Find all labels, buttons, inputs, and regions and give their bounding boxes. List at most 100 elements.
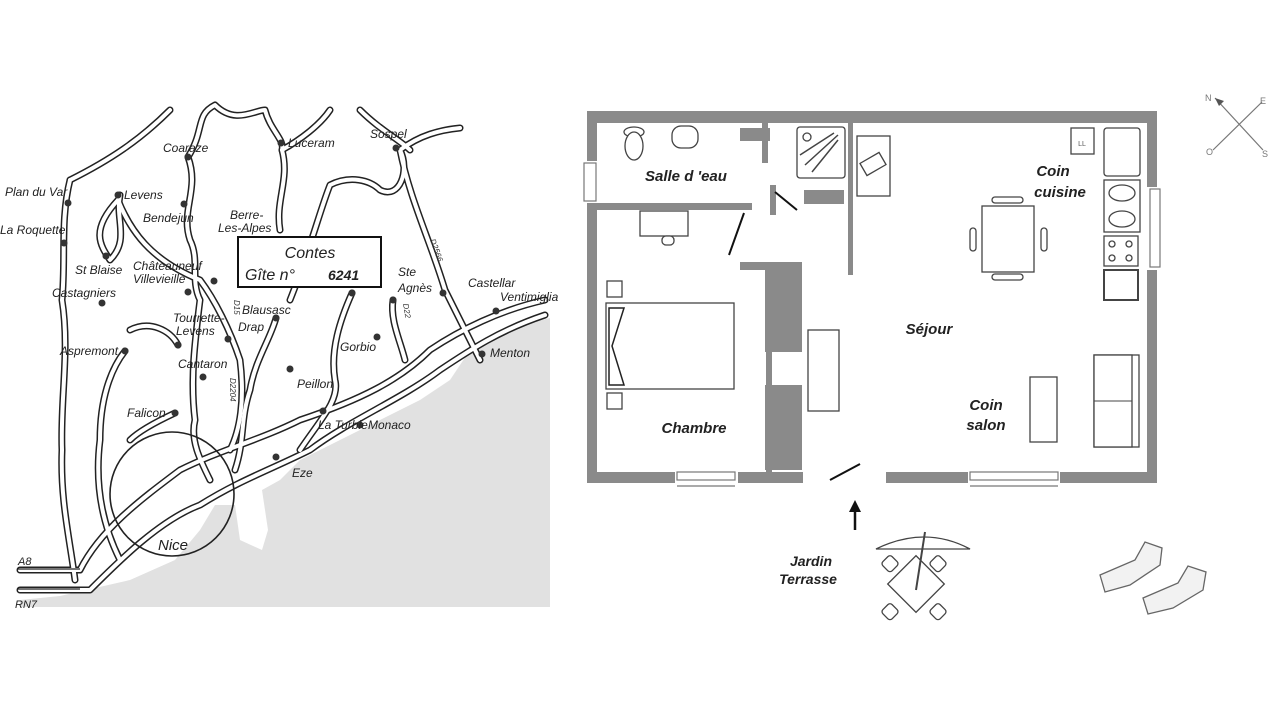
town-label: Ste <box>398 265 416 279</box>
road-core <box>398 148 482 362</box>
washing-area <box>856 135 891 197</box>
roads <box>16 101 549 594</box>
road-core <box>358 108 412 152</box>
town-label: Châteauneuf <box>133 259 203 273</box>
town-label: Berre- <box>230 208 263 222</box>
town-label: Levens <box>124 188 163 202</box>
road-core <box>68 108 172 182</box>
desk <box>639 210 689 237</box>
town-label: Plan du Var <box>5 185 68 199</box>
town-label: Les-Alpes <box>218 221 271 235</box>
town-label: Villevieille <box>133 272 186 286</box>
nice-circle <box>109 431 235 557</box>
nightstand <box>606 280 623 298</box>
counter <box>1103 127 1141 177</box>
dining-table <box>969 196 1048 281</box>
town-label: Coaraze <box>163 141 209 155</box>
compass-o: O <box>1206 147 1213 157</box>
road-label: D2204 <box>228 378 237 402</box>
coffee-table <box>1029 376 1058 443</box>
toilet-icon <box>623 126 645 161</box>
road <box>66 106 174 184</box>
town-label: Menton <box>490 346 530 360</box>
shower-icon <box>796 126 846 179</box>
garden-label: Terrasse <box>779 571 837 587</box>
room-label-chambre: Chambre <box>661 420 726 437</box>
oven <box>1103 269 1139 301</box>
parasol-table-icon <box>875 531 971 621</box>
wardrobe-shelf <box>807 329 840 412</box>
svg-text:Gîte n°: Gîte n° <box>245 267 296 284</box>
town-label: Gorbio <box>340 340 376 354</box>
bed <box>605 302 735 390</box>
road-core <box>280 108 332 152</box>
town-label: Drap <box>238 320 264 334</box>
road-label: D15 <box>232 300 241 315</box>
fridge <box>1070 127 1095 155</box>
town-label: Falicon <box>127 406 166 420</box>
door <box>728 191 861 481</box>
town-label: Eze <box>292 466 313 480</box>
window <box>583 162 1161 487</box>
garden-label: Jardin <box>790 553 832 569</box>
town-label: Bendejun <box>143 211 194 225</box>
svg-text:6241: 6241 <box>328 267 359 283</box>
compass-n: N <box>1205 93 1212 103</box>
road-core <box>186 103 287 232</box>
road-core <box>185 155 212 482</box>
chair <box>661 235 675 246</box>
sink-icon <box>671 125 699 149</box>
town-label: La Roquette <box>0 223 66 237</box>
entrance-arrow-icon <box>849 500 861 530</box>
road-label-a8: A8 <box>17 556 32 568</box>
svg-text:Contes: Contes <box>285 245 336 262</box>
town-label: Levens <box>176 324 215 338</box>
road-core <box>96 349 127 562</box>
town-label: Tourrette- <box>173 311 225 325</box>
double-sink-icon <box>1103 179 1141 233</box>
town-labels: Coaraze Luceram Sospel Plan du Var Leven… <box>0 127 559 611</box>
nightstand <box>606 392 623 410</box>
road-core <box>18 313 547 592</box>
town-label: Monaco <box>368 418 411 432</box>
town-label: Aspremont <box>59 344 119 358</box>
road-core <box>288 126 462 302</box>
road-label: D22 <box>401 303 413 320</box>
compass-e: E <box>1260 96 1266 106</box>
road-core <box>128 411 177 442</box>
road-core <box>233 316 278 472</box>
town-label: Ventimiglia <box>500 290 559 304</box>
town-label: Peillon <box>297 377 333 391</box>
town-label: Cantaron <box>178 357 228 371</box>
room-label-coin-cuisine: Coin <box>1036 163 1069 180</box>
compass-rose: N E O S <box>1205 93 1268 159</box>
town-label-nice: Nice <box>158 537 188 554</box>
fridge-label: LL <box>1078 141 1086 148</box>
town-label: Castagniers <box>52 286 116 300</box>
road-core <box>97 193 123 262</box>
road-core <box>128 324 180 347</box>
town-label: Castellar <box>468 276 516 290</box>
road-label-rn7: RN7 <box>15 599 38 611</box>
compass-s: S <box>1262 149 1268 159</box>
room-label-coin-salon: salon <box>966 417 1005 434</box>
room-label-sejour: Séjour <box>906 321 954 338</box>
stove-icon <box>1103 235 1139 267</box>
town-label: Agnès <box>397 281 432 295</box>
road-core <box>298 291 354 452</box>
town-label: Luceram <box>288 136 335 150</box>
road-core <box>116 198 244 452</box>
room-label-salle-deau: Salle d 'eau <box>645 168 727 185</box>
road-core <box>390 298 407 362</box>
gite-location-box: Contes Gîte n° 6241 <box>237 236 382 288</box>
sea <box>20 318 550 607</box>
town-label: Blausasc <box>242 303 291 317</box>
town-dots <box>60 139 500 461</box>
road-core <box>18 298 547 572</box>
region-map: Coaraze Luceram Sospel Plan du Var Leven… <box>0 101 559 611</box>
town-label: La Turbie <box>318 418 368 432</box>
sofa <box>1093 354 1140 448</box>
town-label: St Blaise <box>75 263 123 277</box>
room-label-coin-salon: Coin <box>969 397 1002 414</box>
